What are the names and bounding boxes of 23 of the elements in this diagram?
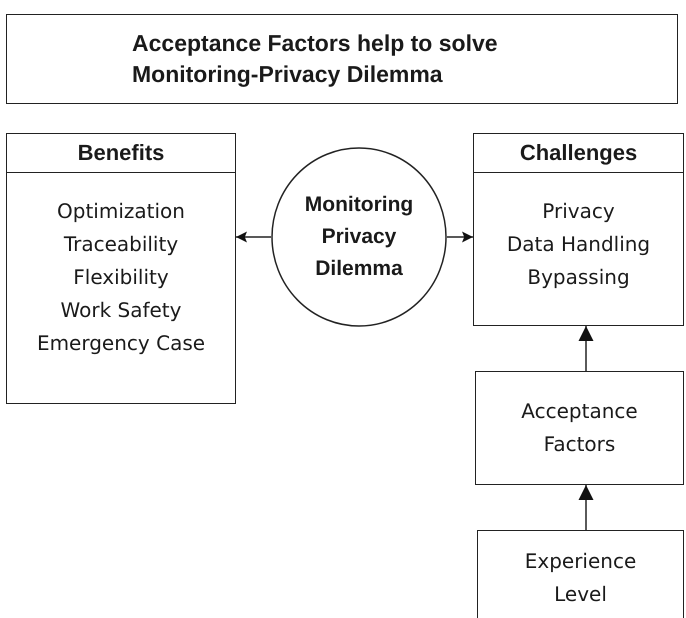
box-label: Acceptance Factors — [520, 398, 639, 458]
process-box — [475, 371, 684, 485]
list-item: Traceability — [64, 231, 178, 258]
dilemma-circle — [271, 147, 447, 327]
box-label: Experience Level — [524, 548, 638, 608]
panel-heading: Challenges — [474, 134, 683, 173]
arrow — [447, 232, 473, 242]
list-item: Bypassing — [527, 264, 630, 291]
list-panel — [6, 133, 236, 404]
list-panel — [473, 133, 684, 326]
list-item: Flexibility — [73, 264, 169, 291]
list-item: Work Safety — [60, 297, 182, 324]
list-item: Privacy — [542, 198, 615, 225]
title: Acceptance Factors help to solve Monitoring-Privacy Dilemma — [132, 29, 499, 89]
list-item: Optimization — [57, 198, 185, 225]
panel-heading: Benefits — [7, 134, 235, 173]
arrow — [236, 232, 271, 242]
list-item: Data Handling — [506, 231, 650, 258]
list-item: Emergency Case — [36, 330, 206, 357]
circle-label: Monitoring Privacy Dilemma — [304, 192, 414, 282]
arrow — [578, 485, 594, 530]
arrow — [578, 326, 594, 371]
process-box — [477, 530, 684, 618]
